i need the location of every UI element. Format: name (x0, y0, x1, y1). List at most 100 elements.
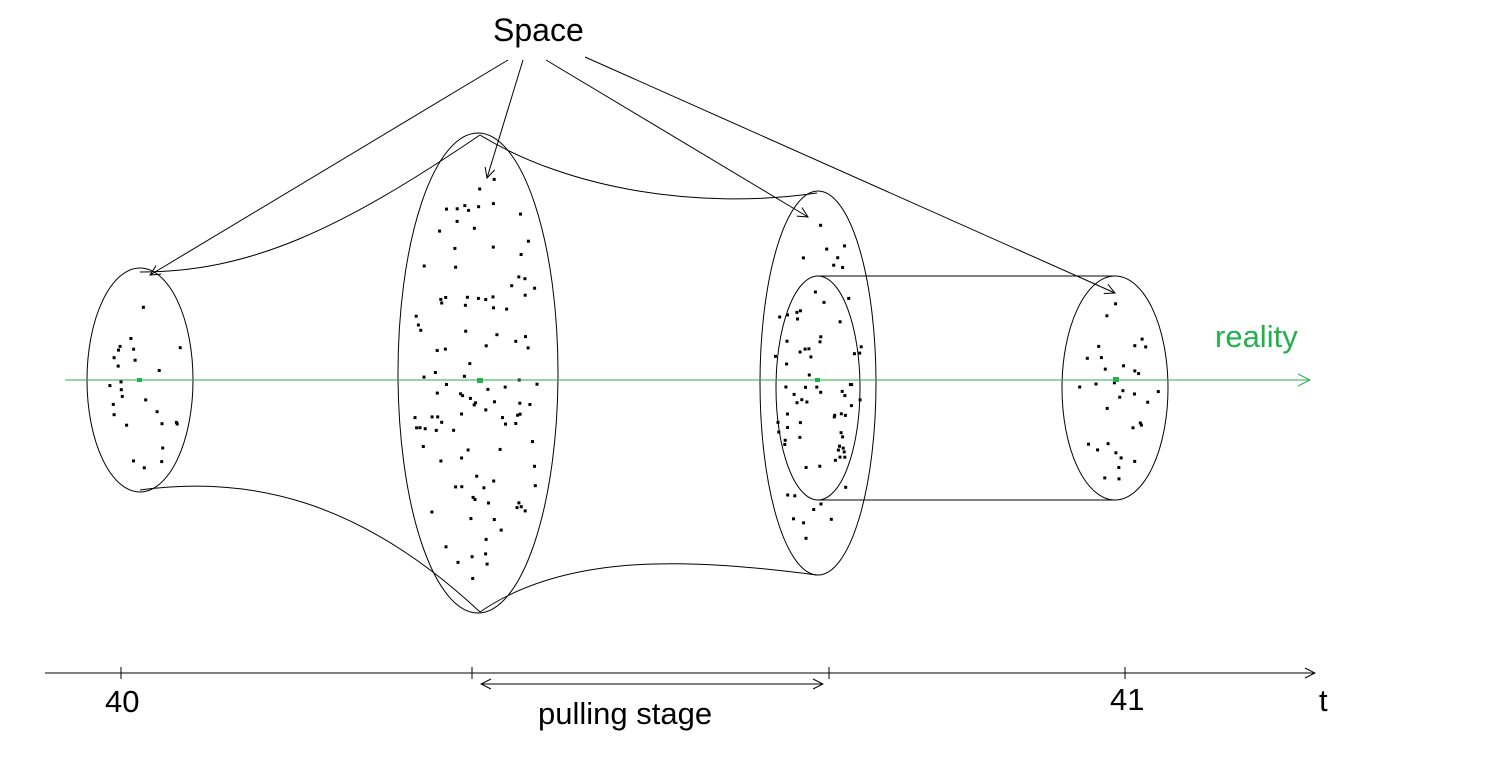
particle-dot (517, 501, 521, 505)
space-arrow-1 (150, 59, 509, 275)
particle-dot (157, 369, 161, 372)
time-axis-label: t (1319, 683, 1328, 718)
particle-dot (840, 389, 844, 393)
particle-dot (454, 485, 458, 489)
particle-dot (421, 445, 425, 448)
particle-dot (510, 284, 514, 288)
space-arrow-2 (487, 59, 524, 178)
particle-dot (484, 552, 488, 556)
particle-dot (1105, 406, 1109, 410)
particle-dot (819, 502, 823, 506)
particle-dot (498, 447, 502, 451)
particle-dot (440, 420, 444, 424)
particle-dot (1133, 392, 1136, 396)
particle-dot (519, 212, 522, 216)
particle-dot (444, 296, 448, 299)
particle-dot (430, 415, 434, 419)
particle-dot (439, 459, 443, 463)
particle-dot (1097, 344, 1101, 348)
particle-dot (463, 204, 467, 208)
cross-section-3 (759, 190, 877, 576)
particle-dot (812, 508, 816, 511)
particle-dot (859, 345, 863, 349)
particle-dot (492, 518, 496, 521)
particle-dot (468, 362, 472, 366)
particle-dot (528, 403, 532, 406)
particle-dot (482, 486, 486, 490)
particle-dot (786, 412, 789, 416)
particle-dot (155, 410, 159, 414)
particle-dot (116, 364, 120, 368)
particle-dot (519, 505, 523, 509)
particle-dot (795, 401, 799, 405)
particle-dot (466, 448, 470, 452)
particle-dot (809, 355, 813, 359)
time-axis (45, 667, 1315, 684)
particle-dot (454, 265, 458, 269)
particle-dot (519, 253, 523, 256)
particle-dot (523, 293, 527, 297)
particle-dot (461, 394, 465, 398)
particle-dot (422, 375, 426, 379)
particle-dot (807, 347, 811, 351)
particle-dot (832, 263, 836, 267)
particle-dot (484, 298, 488, 301)
particle-dot (841, 266, 845, 269)
tube-bottom-curve-left (139, 485, 481, 613)
particle-dot (1138, 421, 1142, 425)
particle-dot (108, 384, 112, 388)
particle-dot (462, 374, 466, 378)
particle-dot (460, 485, 464, 489)
particle-dot (517, 275, 521, 279)
particle-dot (836, 448, 840, 452)
particle-dot (847, 296, 851, 300)
particle-dot (112, 356, 116, 360)
particle-dot (423, 427, 427, 431)
particle-dot (843, 455, 847, 459)
particle-dot (778, 315, 782, 319)
particle-dot (848, 383, 852, 386)
particle-dot (776, 420, 780, 424)
particle-dot (838, 320, 842, 324)
particle-dot (784, 385, 788, 389)
particle-dot (515, 506, 519, 510)
particle-dot (1133, 459, 1137, 463)
particle-dot (467, 208, 471, 212)
particle-dot (438, 229, 442, 233)
particle-dot (473, 498, 477, 501)
particle-dot (472, 403, 476, 407)
particle-dot (514, 339, 518, 343)
particle-dot (1112, 381, 1116, 385)
particle-dot (523, 277, 527, 281)
particle-dot (819, 335, 823, 339)
particle-dot (178, 346, 182, 350)
particle-dot (798, 350, 802, 354)
particle-dot (1133, 344, 1137, 348)
center-dot (815, 378, 820, 382)
particle-dot (801, 256, 805, 260)
particle-dot (125, 423, 129, 427)
particle-dot (478, 187, 482, 191)
particle-dot (526, 239, 530, 243)
particle-dot (133, 358, 137, 362)
particle-dot (160, 422, 164, 426)
particle-dot (471, 577, 475, 580)
particle-dot (471, 495, 475, 499)
particle-dot (422, 264, 426, 268)
particle-dot (1118, 395, 1122, 399)
particle-dot (849, 404, 853, 408)
cross-section-2 (397, 132, 559, 614)
particle-dot (803, 347, 807, 351)
particle-dot (476, 296, 480, 300)
particle-dot (802, 521, 806, 525)
particle-dot (484, 408, 488, 412)
particle-dot (533, 484, 537, 488)
particle-dot (1122, 364, 1125, 368)
particle-dot (804, 536, 808, 540)
particle-dot (493, 400, 496, 404)
particle-dot (111, 402, 115, 406)
reality-label: reality (1215, 319, 1298, 354)
particle-dot (485, 562, 489, 566)
particle-dot (144, 398, 148, 402)
